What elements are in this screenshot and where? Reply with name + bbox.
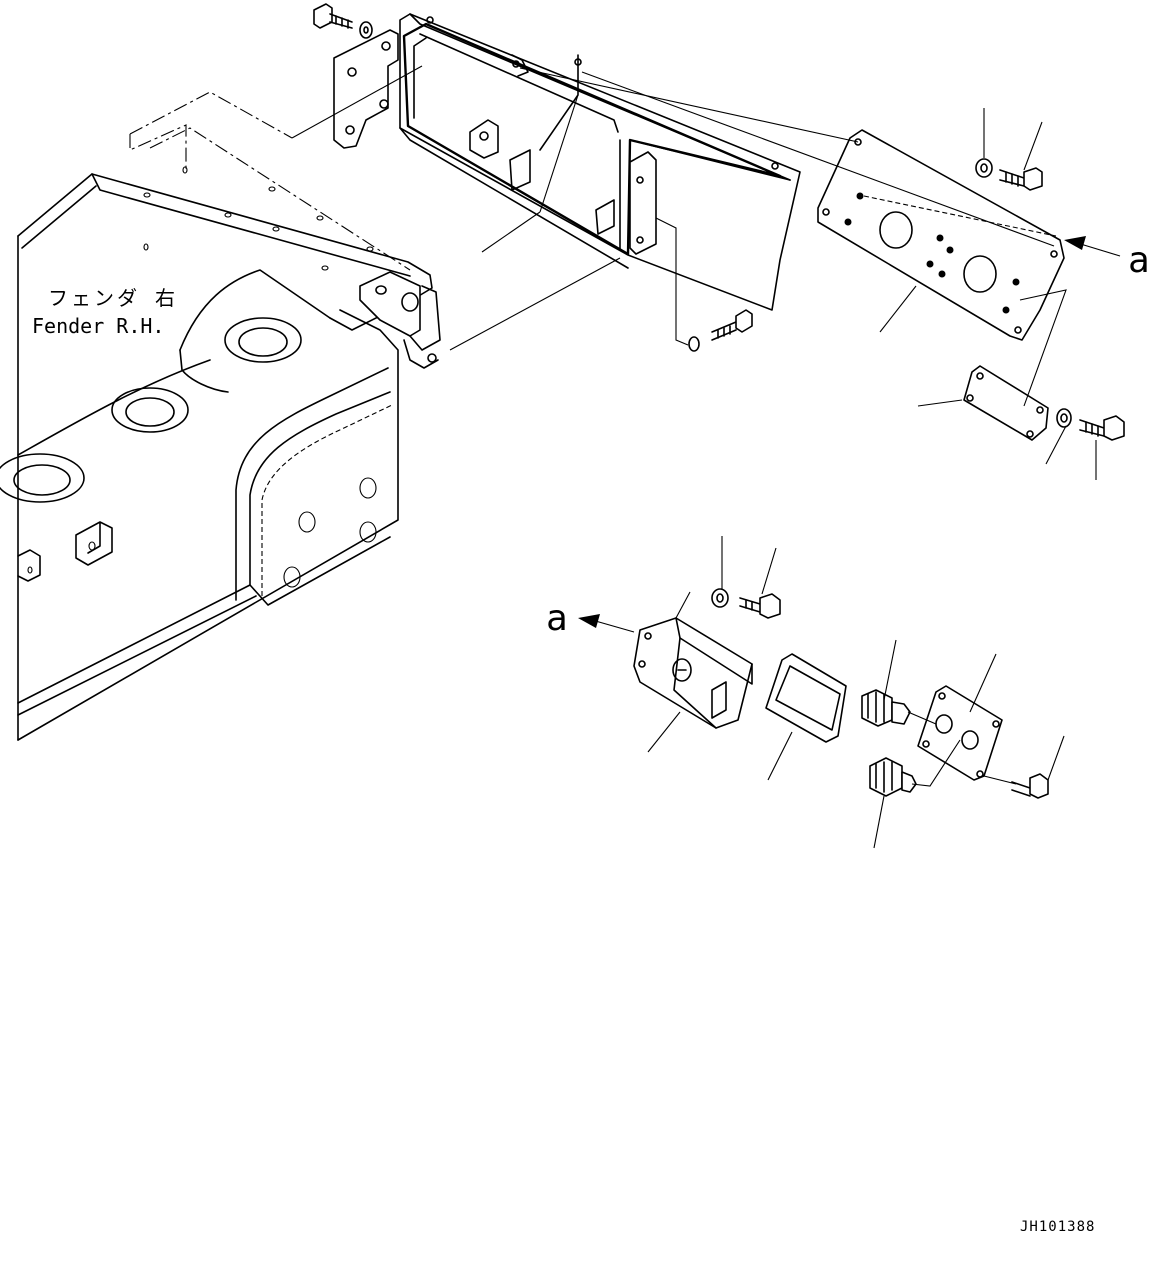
bolt-switch-plate bbox=[1011, 773, 1049, 799]
bolt-washer-switch-box bbox=[711, 588, 781, 619]
bolt-washer-top-left bbox=[313, 3, 373, 39]
switch-upper bbox=[861, 689, 911, 727]
drawing-number: JH101388 bbox=[1020, 1219, 1095, 1235]
switch-box bbox=[633, 617, 753, 729]
gasket bbox=[765, 653, 847, 743]
switch-plate bbox=[917, 685, 1003, 781]
reference-arrow-top bbox=[1064, 236, 1121, 257]
fender-rh bbox=[0, 91, 441, 741]
reference-label-a-bottom: a bbox=[546, 598, 568, 639]
reference-label-a-top: a bbox=[1128, 240, 1150, 281]
bolt-washer-panel-top bbox=[975, 158, 1043, 191]
leader-lines bbox=[291, 65, 1097, 849]
switch-lower bbox=[869, 757, 917, 797]
panel-plate bbox=[817, 129, 1065, 341]
fender-label-jp: フェンダ 右 bbox=[48, 286, 178, 310]
reference-arrow-bottom bbox=[578, 614, 635, 633]
bolt-washer-cover bbox=[1056, 408, 1125, 441]
bolt-washer-box-bottom bbox=[688, 309, 753, 352]
cover-plate bbox=[963, 365, 1049, 441]
box-bracket bbox=[333, 13, 801, 311]
fender-label-en: Fender R.H. bbox=[32, 314, 164, 338]
